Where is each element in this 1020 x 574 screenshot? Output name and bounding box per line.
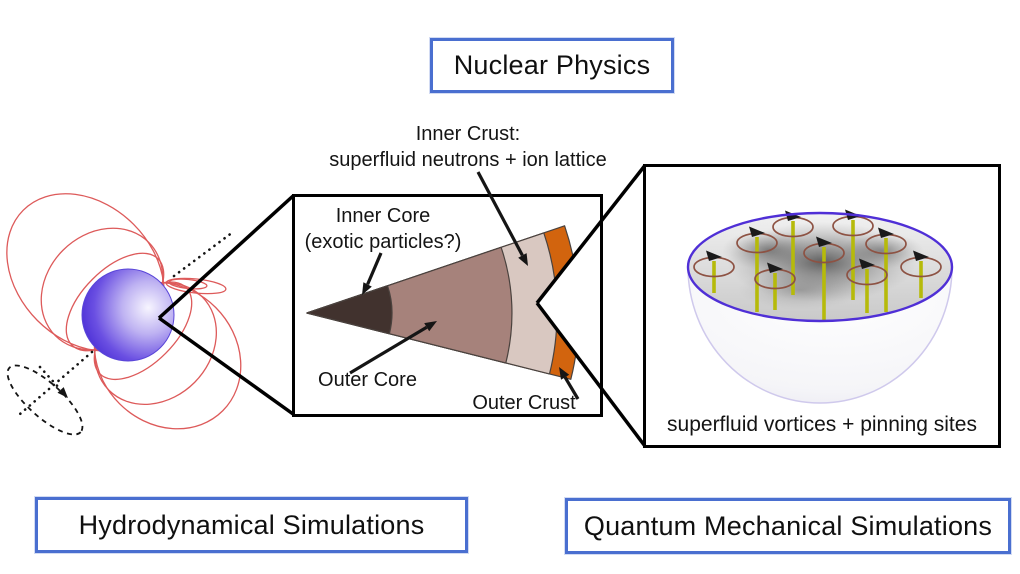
inner-core-label-line1: Inner Core bbox=[335, 205, 431, 227]
annotation-arrows bbox=[349, 171, 580, 400]
inner-core-label: Inner Core (exotic particles?) bbox=[290, 203, 476, 255]
inner-crust-heading-line2: superfluid neutrons + ion lattice bbox=[329, 149, 607, 171]
zoom-lines-right bbox=[535, 164, 646, 447]
inner-crust-heading: Inner Crust: superfluid neutrons + ion l… bbox=[290, 121, 646, 173]
circulation-arrow-icon bbox=[706, 250, 722, 261]
quantum-mechanical-simulations-banner: Quantum Mechanical Simulations bbox=[565, 498, 1011, 554]
circulation-arrow-icon bbox=[767, 262, 783, 273]
inner-core-label-line2: (exotic particles?) bbox=[304, 231, 462, 253]
wedge-inner-core bbox=[306, 285, 393, 335]
vortex-panel-caption: superfluid vortices + pinning sites bbox=[667, 413, 977, 436]
star-wedge bbox=[306, 225, 580, 380]
outer-core-arrow bbox=[349, 321, 437, 375]
hydrodynamical-simulations-label: Hydrodynamical Simulations bbox=[78, 509, 425, 540]
nuclear-physics-label: Nuclear Physics bbox=[453, 50, 651, 80]
zoom-lines-left bbox=[157, 194, 295, 416]
rotation-axis-dotted bbox=[18, 230, 235, 416]
pulsar-group bbox=[6, 193, 242, 436]
outer-crust-arrow bbox=[559, 367, 580, 400]
precession-ellipse bbox=[6, 364, 84, 436]
outer-crust-label: Outer Crust bbox=[472, 392, 576, 414]
nuclear-physics-banner: Nuclear Physics bbox=[430, 38, 674, 93]
wedge-outer-core bbox=[306, 246, 513, 364]
hydrodynamical-simulations-banner: Hydrodynamical Simulations bbox=[35, 497, 468, 553]
circulation-arrow-icon bbox=[749, 226, 765, 237]
circulation-arrow-icon bbox=[859, 258, 875, 269]
outer-core-label: Outer Core bbox=[318, 369, 417, 391]
neutron-star-sphere bbox=[81, 268, 175, 362]
circulation-arrow-icon bbox=[785, 210, 801, 221]
precession-arrow bbox=[38, 365, 68, 398]
inner-crust-arrow bbox=[476, 171, 528, 266]
hemisphere-rim bbox=[686, 211, 954, 323]
superfluid-hemisphere bbox=[686, 209, 954, 404]
quantum-mechanical-simulations-label: Quantum Mechanical Simulations bbox=[583, 510, 993, 541]
wedge-notch bbox=[537, 245, 583, 364]
vortex-circulation-arrowheads bbox=[706, 209, 929, 273]
inner-core-arrow bbox=[362, 252, 383, 295]
circulation-arrow-icon bbox=[878, 227, 894, 238]
inner-crust-heading-line1: Inner Crust: bbox=[415, 123, 521, 145]
circulation-arrow-icon bbox=[913, 250, 929, 261]
circulation-arrow-icon bbox=[816, 236, 832, 247]
